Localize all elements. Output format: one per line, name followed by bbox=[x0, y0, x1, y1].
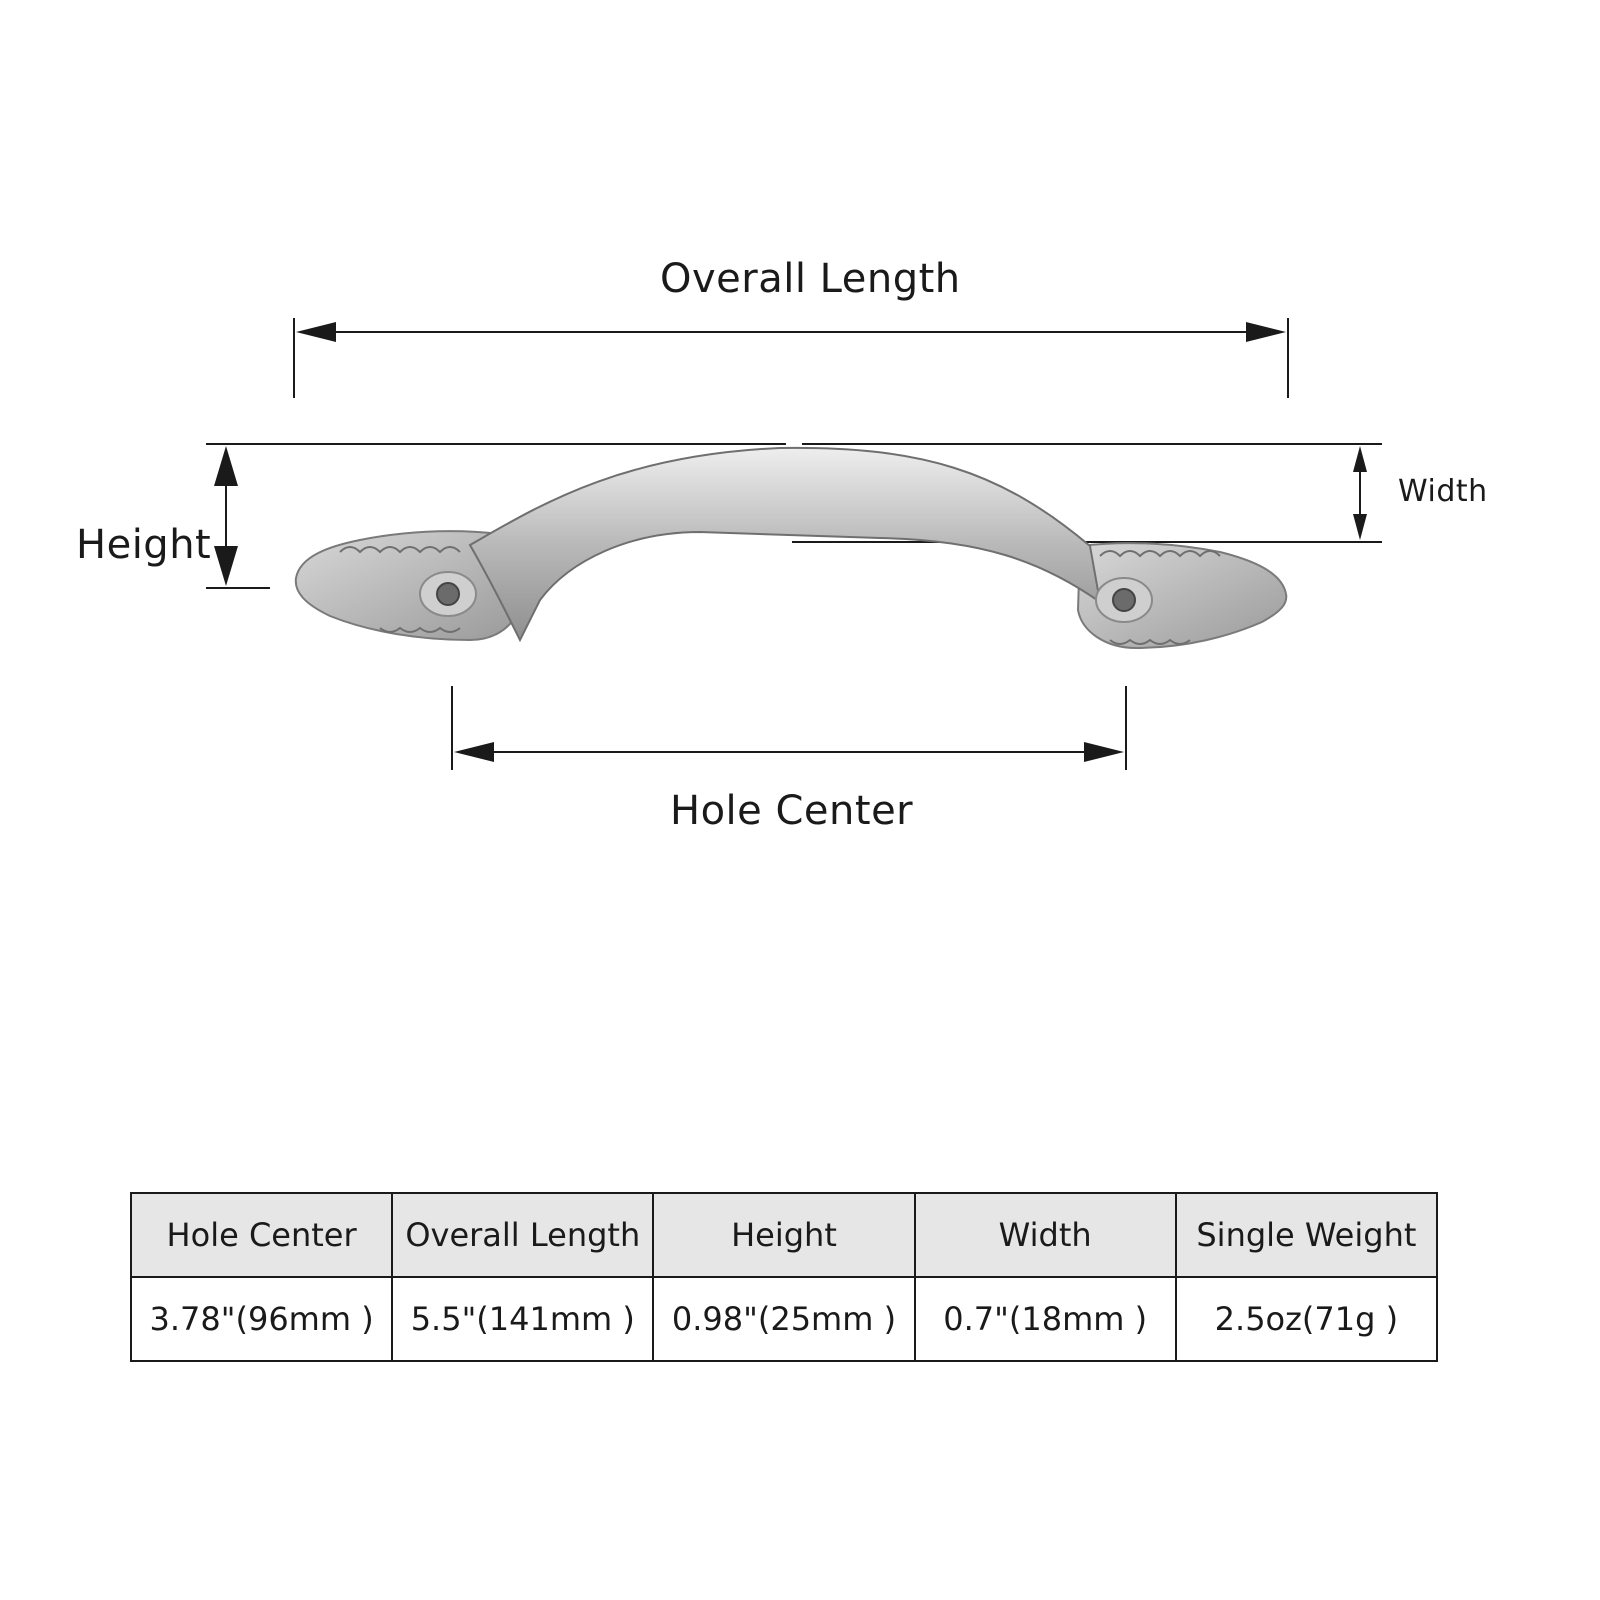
right-screw-hole bbox=[1095, 577, 1153, 623]
hole-center-dimension bbox=[451, 686, 1127, 770]
value-width: 0.7"(18mm ) bbox=[913, 1276, 1177, 1362]
value-overall-length: 5.5"(141mm ) bbox=[391, 1276, 655, 1362]
height-label: Height bbox=[76, 522, 212, 568]
handle-arch bbox=[468, 446, 1102, 643]
scallop-detail bbox=[339, 546, 1221, 645]
spec-table-header-row: Hole Center Overall Length Height Width … bbox=[129, 1192, 1439, 1278]
width-label: Width bbox=[1398, 474, 1488, 509]
header-width: Width bbox=[913, 1192, 1177, 1278]
left-screw-hole bbox=[419, 571, 477, 617]
value-hole-center: 3.78"(96mm ) bbox=[129, 1276, 394, 1362]
width-dimension bbox=[792, 443, 1382, 543]
value-single-weight: 2.5oz(71g ) bbox=[1174, 1276, 1439, 1362]
header-single-weight: Single Weight bbox=[1174, 1192, 1439, 1278]
spec-table-value-row: 3.78"(96mm ) 5.5"(141mm ) 0.98"(25mm ) 0… bbox=[129, 1276, 1439, 1362]
spec-table: Hole Center Overall Length Height Width … bbox=[129, 1192, 1439, 1362]
overall-length-dimension bbox=[293, 318, 1289, 398]
height-dimension bbox=[206, 443, 786, 589]
value-height: 0.98"(25mm ) bbox=[652, 1276, 916, 1362]
header-height: Height bbox=[652, 1192, 916, 1278]
overall-length-label: Overall Length bbox=[660, 256, 961, 302]
hole-center-label: Hole Center bbox=[670, 788, 914, 834]
header-hole-center: Hole Center bbox=[129, 1192, 394, 1278]
header-overall-length: Overall Length bbox=[391, 1192, 655, 1278]
diagram-canvas bbox=[206, 318, 1382, 770]
dimension-diagram: Overall Length Hole Center Height Width bbox=[76, 256, 1488, 834]
drawer-pull-handle-illustration bbox=[294, 446, 1288, 650]
